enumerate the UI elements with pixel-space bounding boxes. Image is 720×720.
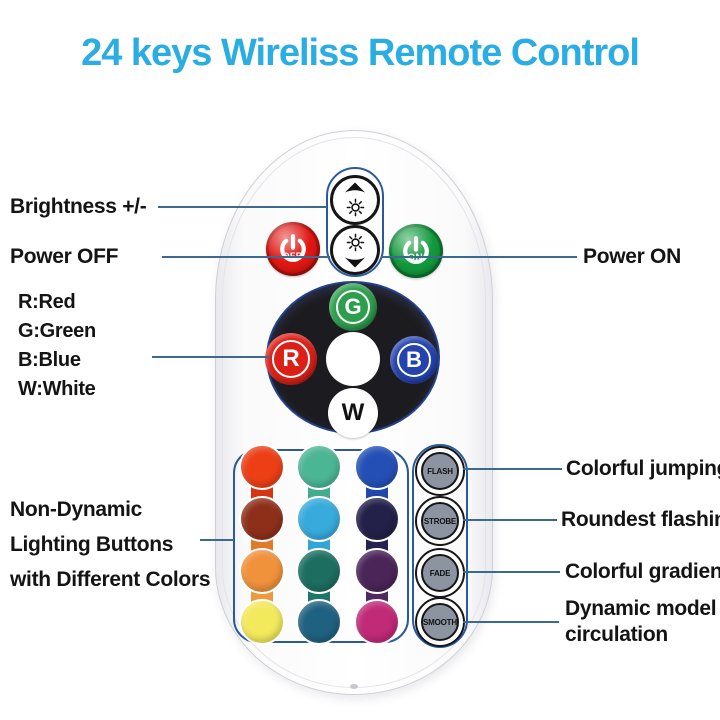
red-button[interactable]: R (265, 333, 317, 385)
line-rgbw (152, 356, 270, 358)
green-button[interactable]: G (329, 283, 377, 331)
label-power-off: Power OFF (10, 245, 119, 268)
button-ring (397, 343, 431, 377)
brightness-group-outline (326, 167, 384, 277)
line-colorful-gradient (463, 571, 560, 573)
color-button[interactable] (354, 444, 400, 490)
arrow-up-icon (344, 182, 366, 193)
white-button[interactable]: W (328, 388, 378, 438)
label-brightness: Brightness +/- (10, 195, 147, 218)
line-power-on (381, 256, 577, 258)
label-dynamic-1: Dynamic model (565, 597, 717, 620)
color-button[interactable] (296, 548, 342, 594)
color-button[interactable] (296, 444, 342, 490)
mode-button-flash[interactable]: FLASH (415, 446, 465, 496)
label-power-on: Power ON (583, 245, 681, 268)
brightness-down-button[interactable] (330, 225, 380, 275)
label-roundest-flashing: Roundest flashing (561, 508, 720, 531)
label-rgbw-r: R:Red (18, 291, 76, 313)
blue-button[interactable]: B (390, 336, 438, 384)
brightness-up-button[interactable] (330, 175, 380, 225)
label-non-dynamic-2: Lighting Buttons (10, 533, 174, 556)
color-button[interactable] (239, 599, 285, 645)
line-colorful-jumping (463, 468, 562, 470)
line-brightness (158, 206, 327, 208)
remote-notch (350, 684, 358, 689)
brightness-sun-icon (346, 198, 364, 217)
mode-button-strobe[interactable]: STROBE (415, 496, 465, 546)
color-button[interactable] (296, 599, 342, 645)
label-non-dynamic: Non-Dynamic Lighting Buttons with Differ… (10, 492, 211, 597)
power-on-button[interactable]: ON (389, 224, 443, 278)
label-dynamic-circulation: Dynamic model circulation (565, 596, 717, 648)
mode-button-strobe-label: STROBE (423, 516, 457, 526)
power-on-button-label: ON (407, 252, 424, 264)
remote-body: OFF ON G R B W (215, 130, 493, 695)
line-power-off (162, 256, 330, 258)
label-colorful-gradient: Colorful gradient (565, 560, 720, 583)
brightness-sun-icon (346, 233, 364, 252)
arrow-down-icon (344, 257, 366, 268)
label-non-dynamic-1: Non-Dynamic (10, 498, 143, 521)
mode-button-flash-label: FLASH (427, 466, 453, 476)
color-button[interactable] (354, 548, 400, 594)
label-rgbw-g: G:Green (18, 320, 96, 342)
button-ring (336, 290, 370, 324)
label-colorful-jumping: Colorful jumping (566, 457, 720, 480)
color-button[interactable] (354, 599, 400, 645)
label-rgbw: R:Red G:Green B:Blue W:White (18, 288, 96, 404)
color-button[interactable] (354, 496, 400, 542)
line-roundest-flashing (463, 519, 557, 521)
label-dynamic-2: circulation (565, 623, 668, 646)
color-button[interactable] (296, 496, 342, 542)
label-non-dynamic-3: with Different Colors (10, 568, 211, 591)
line-dynamic-circulation (463, 621, 559, 623)
mode-group-outline (412, 444, 468, 648)
label-rgbw-w: W:White (18, 378, 96, 400)
mode-button-fade-label: FADE (429, 568, 451, 578)
button-ring (272, 340, 310, 378)
mode-button-smooth[interactable]: SMOOTH (415, 597, 465, 647)
power-off-button[interactable]: OFF (266, 222, 320, 276)
color-button[interactable] (239, 496, 285, 542)
color-button[interactable] (239, 548, 285, 594)
color-button[interactable] (239, 444, 285, 490)
label-rgbw-b: B:Blue (18, 349, 81, 371)
line-non-dynamic (200, 539, 234, 541)
pad-center-button[interactable] (326, 332, 380, 386)
page-title: 24 keys Wireliss Remote Control (81, 32, 640, 74)
mode-button-smooth-label: SMOOTH (423, 617, 457, 627)
white-button-label: W (341, 399, 365, 426)
mode-button-fade[interactable]: FADE (415, 548, 465, 598)
